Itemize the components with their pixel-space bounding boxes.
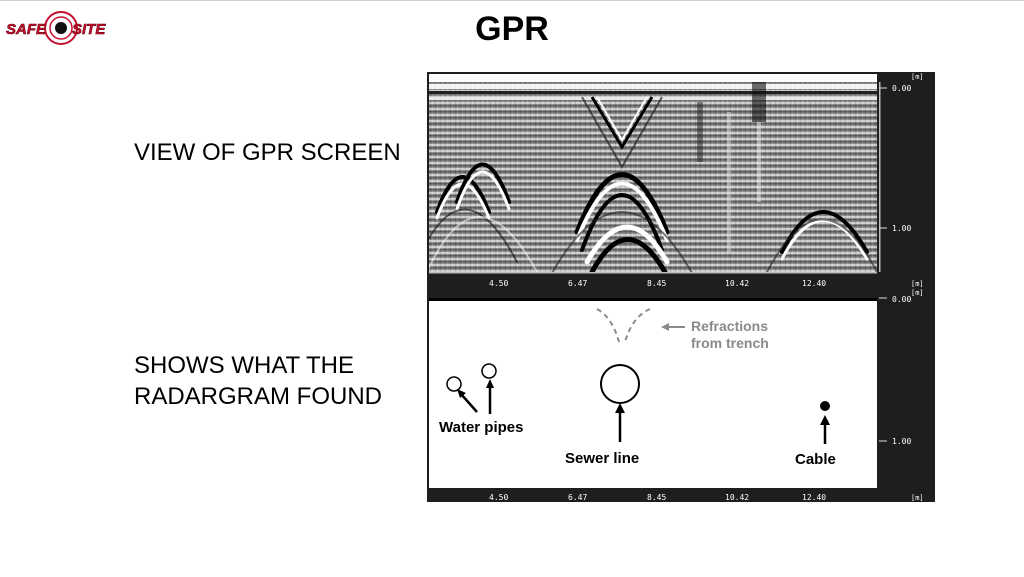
safesite-logo: SAFE SITE — [6, 11, 107, 45]
interpretation-distance-tick-2: 8.45 — [647, 493, 666, 502]
water-pipe-arrow-icon-1 — [460, 393, 478, 413]
water-pipe-circle-2 — [481, 363, 497, 379]
interpretation-caption-line2: RADARGRAM FOUND — [134, 383, 383, 410]
logo-text-right: SITE — [72, 21, 106, 38]
radargram-panel: [m] 0.00 1.00 4.50 6.47 8.45 10.42 12.40… — [427, 72, 935, 290]
radargram-depth-unit: [m] — [911, 73, 924, 81]
radargram-distance-tick-2: 8.45 — [647, 279, 666, 288]
interpretation-distance-tick-3: 10.42 — [725, 493, 749, 502]
radargram-distance-tick-0: 4.50 — [489, 279, 508, 288]
trench-refraction-dashes — [596, 308, 651, 343]
interpretation-distance-tick-1: 6.47 — [568, 493, 587, 502]
radargram-distance-tick-4: 12.40 — [802, 279, 826, 288]
refractions-label-line1: Refractions — [691, 318, 768, 334]
cable-arrowhead-icon — [820, 415, 830, 425]
water-pipe-circle-1 — [446, 376, 462, 392]
radargram-caption: VIEW OF GPR SCREEN — [134, 139, 401, 166]
radargram-image — [429, 82, 877, 272]
radargram-distance-unit: [m] — [911, 280, 924, 288]
top-divider-line — [0, 0, 1024, 1]
cable-label: Cable — [795, 451, 836, 468]
interpretation-caption-line1: SHOWS WHAT THE — [134, 352, 355, 379]
interpretation-panel: [m] 0.00 1.00 Refractions from trench Wa… — [427, 289, 935, 502]
sewer-line-arrowhead-icon — [615, 403, 625, 413]
water-pipe-arrowhead-icon-2 — [486, 379, 494, 388]
radargram-distance-tick-3: 10.42 — [725, 279, 749, 288]
radargram-depth-tick-1: 1.00 — [892, 224, 911, 233]
gpr-figure: [m] 0.00 1.00 4.50 6.47 8.45 10.42 12.40… — [427, 72, 935, 502]
water-pipe-arrowhead-icon-1 — [457, 389, 466, 398]
interpretation-depth-unit: [m] — [911, 289, 924, 297]
radargram-distance-tick-1: 6.47 — [568, 279, 587, 288]
logo-text-left: SAFE — [6, 21, 47, 38]
interpretation-caption: SHOWS WHAT THE RADARGRAM FOUND — [134, 350, 382, 412]
interpretation-distance-tick-0: 4.50 — [489, 493, 508, 502]
water-pipes-label: Water pipes — [439, 419, 523, 436]
radargram-depth-tick-0: 0.00 — [892, 84, 911, 93]
interpretation-distance-unit: [m] — [911, 494, 924, 502]
cable-dot — [820, 401, 830, 411]
interpretation-depth-tick-1: 1.00 — [892, 437, 911, 446]
page-title: GPR — [475, 10, 549, 48]
sewer-line-label: Sewer line — [565, 450, 639, 467]
interpretation-depth-tick-0: 0.00 — [892, 295, 911, 304]
refractions-label-line2: from trench — [691, 335, 769, 351]
interpretation-distance-tick-4: 12.40 — [802, 493, 826, 502]
refractions-arrowhead-icon — [661, 323, 669, 331]
